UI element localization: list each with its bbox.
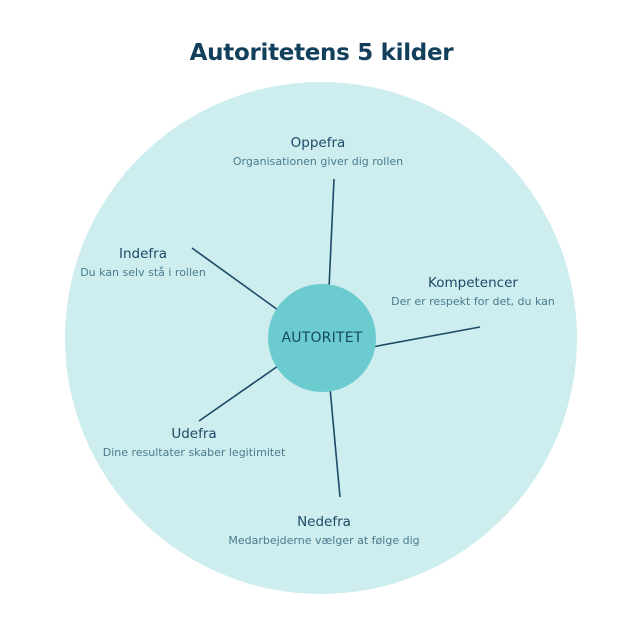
- source-udefra: Udefra Dine resultater skaber legitimite…: [103, 426, 286, 461]
- source-nedefra: Nedefra Medarbejderne vælger at følge di…: [228, 514, 419, 549]
- source-indefra: Indefra Du kan selv stå i rollen: [80, 246, 206, 281]
- center-label: AUTORITET: [281, 330, 363, 346]
- source-heading: Kompetencer: [428, 275, 518, 291]
- connector-nedefra: [329, 387, 341, 498]
- connector-indefra: [191, 247, 279, 311]
- source-description: Dine resultater skaber legitimitet: [102, 446, 286, 459]
- source-description: Medarbejderne vælger at følge dig: [228, 534, 420, 547]
- source-heading: Oppefra: [290, 135, 346, 151]
- connector-udefra: [198, 365, 279, 422]
- inner-circle: [268, 284, 376, 392]
- source-heading: Nedefra: [297, 514, 351, 530]
- diagram-title: Autoritetens 5 kilder: [189, 40, 454, 66]
- source-kompetencer: Kompetencer Der er respekt for det, du k…: [391, 275, 555, 310]
- source-heading: Udefra: [171, 426, 217, 442]
- connector-oppefra: [328, 178, 335, 289]
- source-description: Der er respekt for det, du kan: [391, 295, 555, 308]
- source-description: Organisationen giver dig rollen: [232, 155, 404, 168]
- source-description: Du kan selv stå i rollen: [80, 266, 206, 279]
- source-oppefra: Oppefra Organisationen giver dig rollen: [233, 135, 403, 170]
- connector-kompetencer: [371, 326, 481, 348]
- connector-lines: [191, 178, 481, 498]
- source-heading: Indefra: [119, 246, 167, 262]
